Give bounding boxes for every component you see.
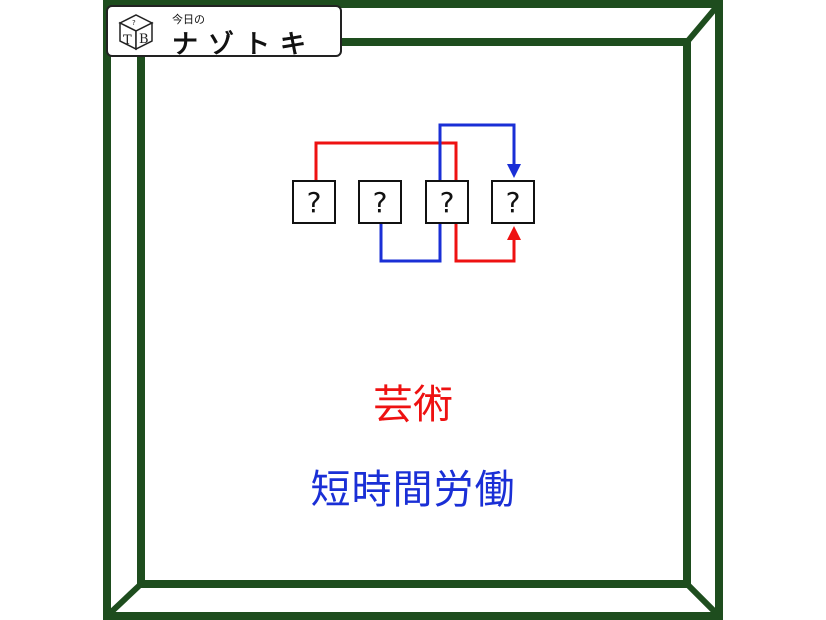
red-clue: 芸術 xyxy=(373,382,453,428)
cube-logo-icon: T B ? xyxy=(118,14,154,51)
badge-subtitle: 今日の xyxy=(172,13,205,26)
svg-text:?: ? xyxy=(132,19,136,27)
svg-text:B: B xyxy=(139,32,149,47)
board-frame xyxy=(103,0,723,620)
svg-text:T: T xyxy=(123,33,132,48)
red-wire-top xyxy=(314,141,458,182)
question-box-3[interactable]: ? xyxy=(425,180,469,224)
blue-arrow-icon xyxy=(507,164,521,178)
puzzle-board xyxy=(103,0,723,620)
question-box-4[interactable]: ? xyxy=(491,180,535,224)
logo-badge: T B ? 今日の ナゾトキ xyxy=(106,5,342,60)
question-box-2[interactable]: ? xyxy=(358,180,402,224)
red-wire-bottom xyxy=(454,224,516,263)
blue-clue: 短時間労働 xyxy=(310,467,516,513)
badge-title: ナゾトキ xyxy=(172,30,317,60)
question-box-1[interactable]: ? xyxy=(292,180,336,224)
red-arrow-icon xyxy=(507,226,521,240)
